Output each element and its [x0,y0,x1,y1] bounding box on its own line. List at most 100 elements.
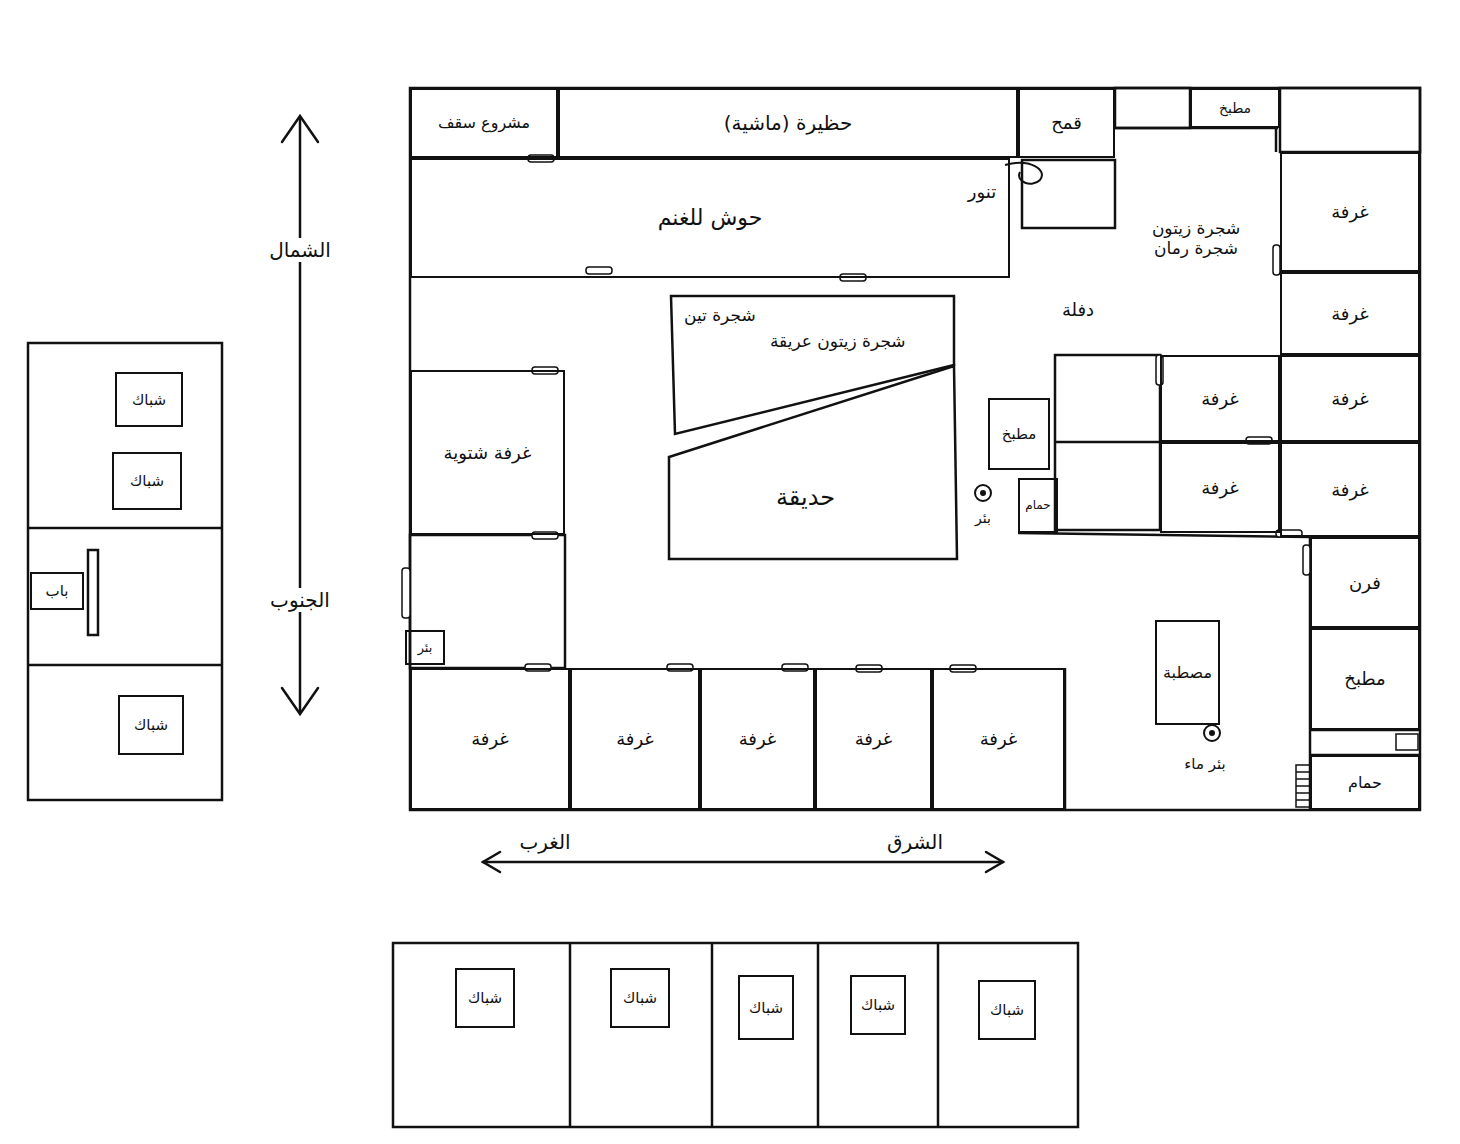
room-box: مشروع سقف [410,88,558,158]
stair-step [1296,792,1310,794]
compass-label: الجنوب [267,588,333,612]
room-box: غرفة [1160,442,1280,533]
room-box: غرفة [1280,272,1420,355]
room-name: حظيرة (ماشية) [724,111,853,135]
outer-wall [410,88,1420,810]
room-box: شباك [978,980,1036,1040]
small-box [1396,734,1418,750]
well-symbol [1204,725,1220,741]
plan-note: بئر [972,510,994,527]
room-box: حمام [1018,478,1058,533]
door-mark [402,568,410,618]
room-name: شجرة تين [684,305,756,325]
room-box: حمام [1310,755,1420,810]
well-symbol [1209,730,1215,736]
oven-box [1022,160,1115,228]
room-name: حديقة [776,483,835,512]
room-name: بئر [418,640,433,656]
room-box: شباك [118,695,184,755]
room-name: غرفة شتوية [444,442,532,464]
corner-room [1280,88,1420,152]
door-leaf [88,550,98,635]
room-name: باب [46,582,69,600]
room-name: شباك [130,472,164,490]
room-box: غرفة [570,668,700,810]
room-name: شباك [468,989,502,1007]
room-box: فرن [1310,537,1420,628]
room-box: غرفة شتوية [410,370,565,535]
inner-block [1055,355,1160,530]
elevation-outline [28,343,222,800]
room-box: غرفة [1160,355,1280,442]
stair-step [1296,799,1310,801]
well-symbol [975,485,991,501]
arrow-head [282,688,318,714]
room-name: غرفة [980,728,1018,750]
north-south-arrow [299,118,302,712]
room-name: مطبخ [1002,425,1037,443]
room-name: غرفة [1201,477,1239,499]
room-box: بئر [405,630,445,665]
room-box: قمح [1018,88,1115,158]
room-box: شباك [115,372,183,427]
room-box: غرفة [932,668,1065,810]
room-name: حوش للغنم [658,205,763,231]
room-box: حظيرة (ماشية) [558,88,1018,158]
elevation-left [28,343,222,800]
wall [1275,128,1278,152]
plot-outline [668,365,958,560]
room-name: مصطبة [1163,663,1212,682]
room-name: غرفة [616,728,654,750]
room-name: غرفة [1331,479,1369,501]
wall [1018,533,1312,537]
room-box: مطبخ [1190,88,1280,128]
room-name: غرفة [1331,201,1369,223]
room-box: غرفة [1280,152,1420,272]
room-box: غرفة [410,668,570,810]
room-name: حمام [1025,498,1050,512]
room-name: قمح [1051,112,1082,134]
arrow-head [986,852,1003,872]
oven-mark [1005,163,1042,184]
stair-step [1296,785,1310,787]
bay-line [711,943,714,1127]
wall [1055,441,1160,444]
room-name: غرفة [1331,303,1369,325]
room-name: فرن [1349,572,1381,594]
room-name: غرفة [1201,388,1239,410]
room-name: شجرة زيتون عريقة [770,331,906,351]
bay-line [817,943,820,1127]
room-name: شباك [134,716,168,734]
room-box: غرفة [700,668,815,810]
plan-note: شجرة زيتون شجرة رمان [1134,218,1258,259]
room-name: شباك [132,391,166,409]
door-mark [1273,245,1280,275]
room-name: شباك [861,996,895,1014]
room-box: شباك [455,968,515,1028]
store-cell [1115,88,1190,128]
floor-line [28,664,222,667]
arrow-head [282,116,318,142]
room-name: مشروع سقف [438,113,530,132]
room-name: مطبخ [1219,100,1251,117]
room-name: غرفة [739,728,777,750]
room-box: مصطبة [1155,620,1220,725]
bay-line [937,943,940,1127]
bay-line [569,943,572,1127]
room-box: شباك [112,452,182,510]
walls [410,88,1420,810]
room-box: غرفة [815,668,932,810]
plot-border [671,296,954,434]
garden-plot: حديقة [668,365,958,560]
room-box: حوش للغنم [410,158,1010,278]
room-name: شباك [749,999,783,1017]
room-box: غرفة [1280,355,1420,442]
compass-label: الغرب [516,830,573,854]
arrow-head [483,852,500,872]
room-name: حمام [1348,773,1382,792]
east-west-arrow [483,861,1003,864]
stair-step [1296,771,1310,773]
room-name: غرفة [471,728,509,750]
compass-label: الشمال [266,238,334,262]
